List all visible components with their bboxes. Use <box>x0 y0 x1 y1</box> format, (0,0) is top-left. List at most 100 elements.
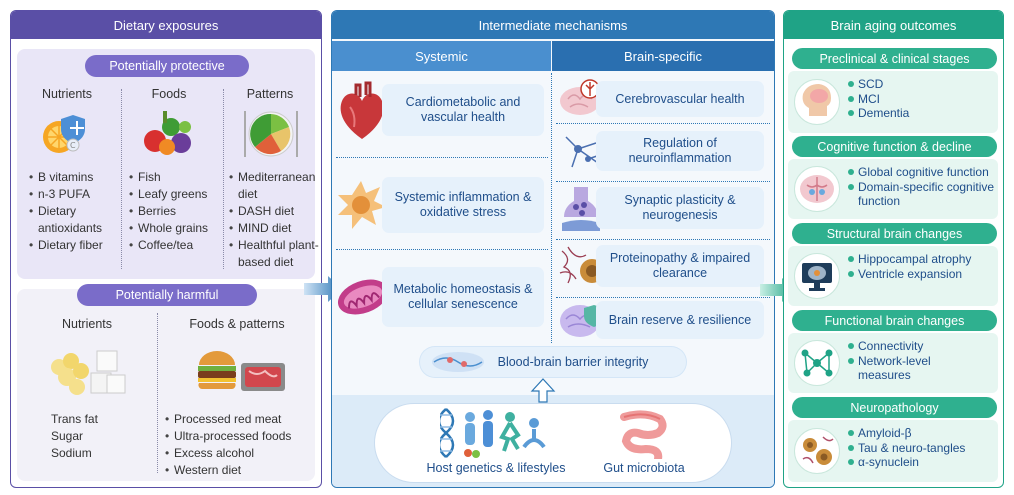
fat-sugar-cubes-icon <box>51 350 126 395</box>
mitochondria-icon <box>337 279 389 315</box>
list-item: MIND diet <box>229 220 319 237</box>
brain-aging-outcomes-title: Brain aging outcomes <box>784 11 1003 39</box>
systemic-divider-1 <box>336 157 548 158</box>
gut-icon <box>620 410 667 459</box>
dietary-exposures-panel: Dietary exposures Potentially protective… <box>10 10 322 488</box>
immune-cell-icon <box>338 181 386 229</box>
list-item: Dietary fiber <box>29 237 119 254</box>
harmful-divider <box>157 313 158 473</box>
citrus-capsule-icon: C <box>43 115 85 153</box>
brain-divider-3 <box>556 239 770 240</box>
protective-foods-list: Fish Leafy greens Berries Whole grains C… <box>129 169 223 254</box>
systemic-divider-2 <box>336 249 548 250</box>
svg-text:C: C <box>70 141 76 150</box>
dietary-exposures-title: Dietary exposures <box>11 11 321 39</box>
heart-icon <box>340 81 384 139</box>
brain-coronal-icon <box>794 166 840 212</box>
mechanism-cerebrovascular: Cerebrovascular health <box>596 81 764 117</box>
head-profile-icon <box>794 79 840 125</box>
list-item: B vitamins <box>29 169 119 186</box>
list-item: Mediterranean diet <box>229 169 319 203</box>
list-item: MCI <box>846 92 909 107</box>
mid-vertical-divider <box>551 73 552 343</box>
outcome-structural-box: Hippocampal atrophy Ventricle expansion <box>788 246 998 306</box>
list-item: Trans fat <box>51 412 98 426</box>
list-item: Whole grains <box>129 220 223 237</box>
gut-microbiota-label: Gut microbiota <box>603 461 685 475</box>
list-item: Sugar <box>51 429 84 443</box>
modifiers-oval <box>374 403 732 483</box>
protective-nutrients-head: Nutrients <box>41 87 93 101</box>
synapse-icon <box>562 187 600 231</box>
list-item: α-synuclein <box>846 455 996 470</box>
harmful-nutrients-list: Trans fat Sugar Sodium <box>51 411 151 462</box>
list-item: n-3 PUFA <box>29 186 119 203</box>
protective-patterns-list: Mediterranean diet DASH diet MIND diet H… <box>229 169 319 271</box>
cerebrovascular-brain-icon <box>560 79 600 115</box>
brain-aging-outcomes-panel: Brain aging outcomes Preclinical & clini… <box>783 10 1004 488</box>
outcome-neuropathology-head: Neuropathology <box>792 397 997 418</box>
dna-people-icon <box>440 408 546 458</box>
mechanism-synaptic-plasticity: Synaptic plasticity & neurogenesis <box>596 187 764 229</box>
outcome-cognitive-box: Global cognitive function Domain-specifi… <box>788 159 998 219</box>
protective-divider-2 <box>223 89 224 269</box>
mechanism-brain-reserve: Brain reserve & resilience <box>596 301 764 339</box>
list-item: Connectivity <box>846 339 986 354</box>
protective-patterns-head: Patterns <box>246 87 294 101</box>
harmful-pill: Potentially harmful <box>77 284 257 306</box>
list-item: Hippocampal atrophy <box>846 252 996 267</box>
protective-nutrients-list: B vitamins n-3 PUFA Dietary antioxidants… <box>29 169 119 254</box>
list-item: Ventricle expansion <box>846 267 996 282</box>
harmful-section: Potentially harmful Nutrients Foods & pa… <box>17 284 315 481</box>
protective-divider-1 <box>121 89 122 269</box>
bbb-box: Blood-brain barrier integrity <box>420 347 686 377</box>
protective-pill: Potentially protective <box>85 55 249 77</box>
network-icon <box>794 340 840 386</box>
list-item: Western diet <box>165 462 315 479</box>
outcome-functional-box: Connectivity Network-level measures <box>788 333 998 393</box>
plaque-tangle-icon <box>794 428 840 474</box>
harmful-foods-head: Foods & patterns <box>189 317 285 331</box>
mechanism-cardiometabolic: Cardiometabolic and vascular health <box>382 84 544 136</box>
list-item: Sodium <box>51 446 92 460</box>
list-item: Processed red meat <box>165 411 315 428</box>
harmful-foods-list: Processed red meat Ultra-processed foods… <box>165 411 315 479</box>
protective-section: Potentially protective Nutrients Foods P… <box>17 49 319 279</box>
list-item: Dietary antioxidants <box>29 203 119 237</box>
mechanism-proteinopathy: Proteinopathy & impaired clearance <box>596 245 764 287</box>
outcome-stages-box: SCD MCI Dementia <box>788 71 998 133</box>
outcome-stages-head: Preclinical & clinical stages <box>792 48 997 69</box>
list-item: Ultra-processed foods <box>165 428 315 445</box>
harmful-nutrients-head: Nutrients <box>61 317 113 331</box>
mechanism-systemic-inflammation: Systemic inflammation & oxidative stress <box>382 177 544 233</box>
brain-divider-4 <box>556 297 770 298</box>
brain-specific-head: Brain-specific <box>552 41 774 71</box>
list-item: DASH diet <box>229 203 319 220</box>
mechanism-neuroinflammation: Regulation of neuroinflammation <box>596 131 764 171</box>
list-item: Leafy greens <box>129 186 223 203</box>
list-item: Global cognitive function <box>846 165 998 180</box>
bbb-label: Blood-brain barrier integrity <box>497 354 649 369</box>
protective-foods-head: Foods <box>151 87 187 101</box>
microglia-icon <box>565 136 601 168</box>
list-item: Dementia <box>846 106 909 121</box>
brain-divider-1 <box>556 123 770 124</box>
list-item: Coffee/tea <box>129 237 223 254</box>
list-item: SCD <box>846 77 909 92</box>
list-item: Tau & neuro-tangles <box>846 441 996 456</box>
list-item: Network-level measures <box>846 354 986 383</box>
list-item: Berries <box>129 203 223 220</box>
burger-meat-icon <box>198 351 285 391</box>
list-item: Domain-specific cognitive function <box>846 180 998 209</box>
outcome-functional-head: Functional brain changes <box>792 310 997 331</box>
bbb-icon <box>432 352 484 372</box>
list-item: Excess alcohol <box>165 445 315 462</box>
systemic-head: Systemic <box>332 41 551 71</box>
mri-monitor-icon <box>794 253 840 299</box>
list-item: Healthful plant-based diet <box>229 237 319 271</box>
mechanism-metabolic-homeostasis: Metabolic homeostasis & cellular senesce… <box>382 267 544 327</box>
brain-divider-2 <box>556 181 770 182</box>
intermediate-mechanisms-title: Intermediate mechanisms <box>332 11 774 39</box>
outcome-cognitive-head: Cognitive function & decline <box>792 136 997 157</box>
fruits-vegetables-icon <box>144 111 191 155</box>
